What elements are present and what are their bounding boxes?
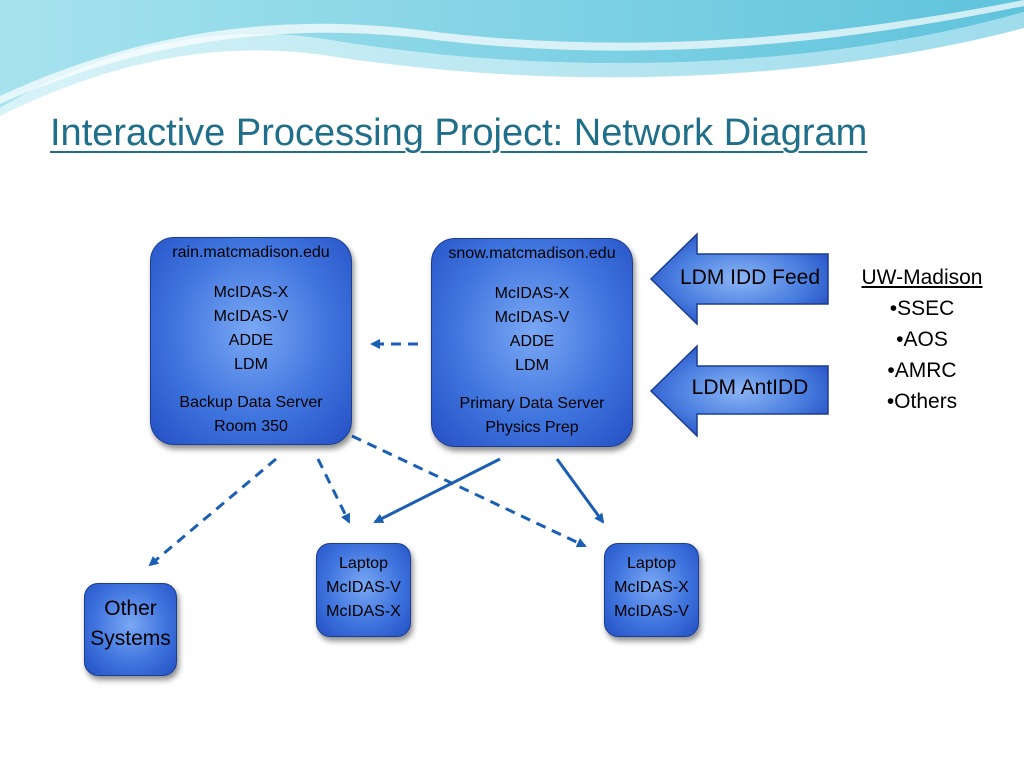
arrow-rain-to-laptop1 xyxy=(316,458,351,524)
data-source-item: •Others xyxy=(886,390,958,413)
header-wave-decoration xyxy=(0,0,1024,116)
laptop-software-item: McIDAS-V xyxy=(326,579,401,596)
data-source-item: •SSEC xyxy=(889,297,955,320)
arrow-snow-to-laptop1 xyxy=(373,457,501,524)
ldm-idd-feed-arrow xyxy=(649,232,829,326)
data-sources-header: UW-Madison xyxy=(861,266,983,289)
arrow-rain-to-other-systems xyxy=(148,457,277,567)
laptop-label: Laptop xyxy=(339,555,388,572)
rain-software-item: McIDAS-V xyxy=(213,308,289,325)
snow-software-item: McIDAS-V xyxy=(494,309,570,326)
arrow-snow-to-laptop2 xyxy=(555,458,605,524)
laptop-node-1: Laptop McIDAS-V McIDAS-X xyxy=(316,543,411,637)
page-title: Interactive Processing Project: Network … xyxy=(50,112,868,154)
rain-software-item: McIDAS-X xyxy=(213,284,289,301)
snow-hostname: snow.matcmadison.edu xyxy=(448,245,616,262)
snow-software-item: ADDE xyxy=(509,333,555,350)
rain-hostname: rain.matcmadison.edu xyxy=(172,244,330,261)
snow-location: Physics Prep xyxy=(485,419,579,436)
snow-role: Primary Data Server xyxy=(459,395,605,412)
rain-software-item: ADDE xyxy=(228,332,274,349)
rain-software-item: LDM xyxy=(234,356,268,373)
snow-software-item: LDM xyxy=(515,357,549,374)
other-systems-label-line: Other xyxy=(104,597,157,620)
laptop-software-item: McIDAS-X xyxy=(326,603,401,620)
rain-role: Backup Data Server xyxy=(179,394,323,411)
snow-software-item: McIDAS-X xyxy=(494,285,570,302)
rain-location: Room 350 xyxy=(214,418,288,435)
ldm-antidd-label: LDM AntIDD xyxy=(691,376,809,399)
laptop-software-item: McIDAS-V xyxy=(614,603,689,620)
data-sources-list: UW-Madison •SSEC •AOS •AMRC •Others xyxy=(852,263,992,417)
data-source-item: •AOS xyxy=(896,328,948,351)
arrow-rain-to-laptop2 xyxy=(351,434,587,548)
snow-server-node: snow.matcmadison.edu McIDAS-X McIDAS-V A… xyxy=(431,238,633,447)
rain-server-node: rain.matcmadison.edu McIDAS-X McIDAS-V A… xyxy=(150,237,352,445)
ldm-idd-feed-label: LDM IDD Feed xyxy=(679,266,821,289)
laptop-label: Laptop xyxy=(627,555,676,572)
laptop-node-2: Laptop McIDAS-X McIDAS-V xyxy=(604,543,699,637)
ldm-antidd-arrow xyxy=(649,344,829,438)
laptop-software-item: McIDAS-X xyxy=(614,579,689,596)
other-systems-node: Other Systems xyxy=(84,583,177,676)
data-source-item: •AMRC xyxy=(887,359,957,382)
other-systems-label-line: Systems xyxy=(90,627,171,650)
